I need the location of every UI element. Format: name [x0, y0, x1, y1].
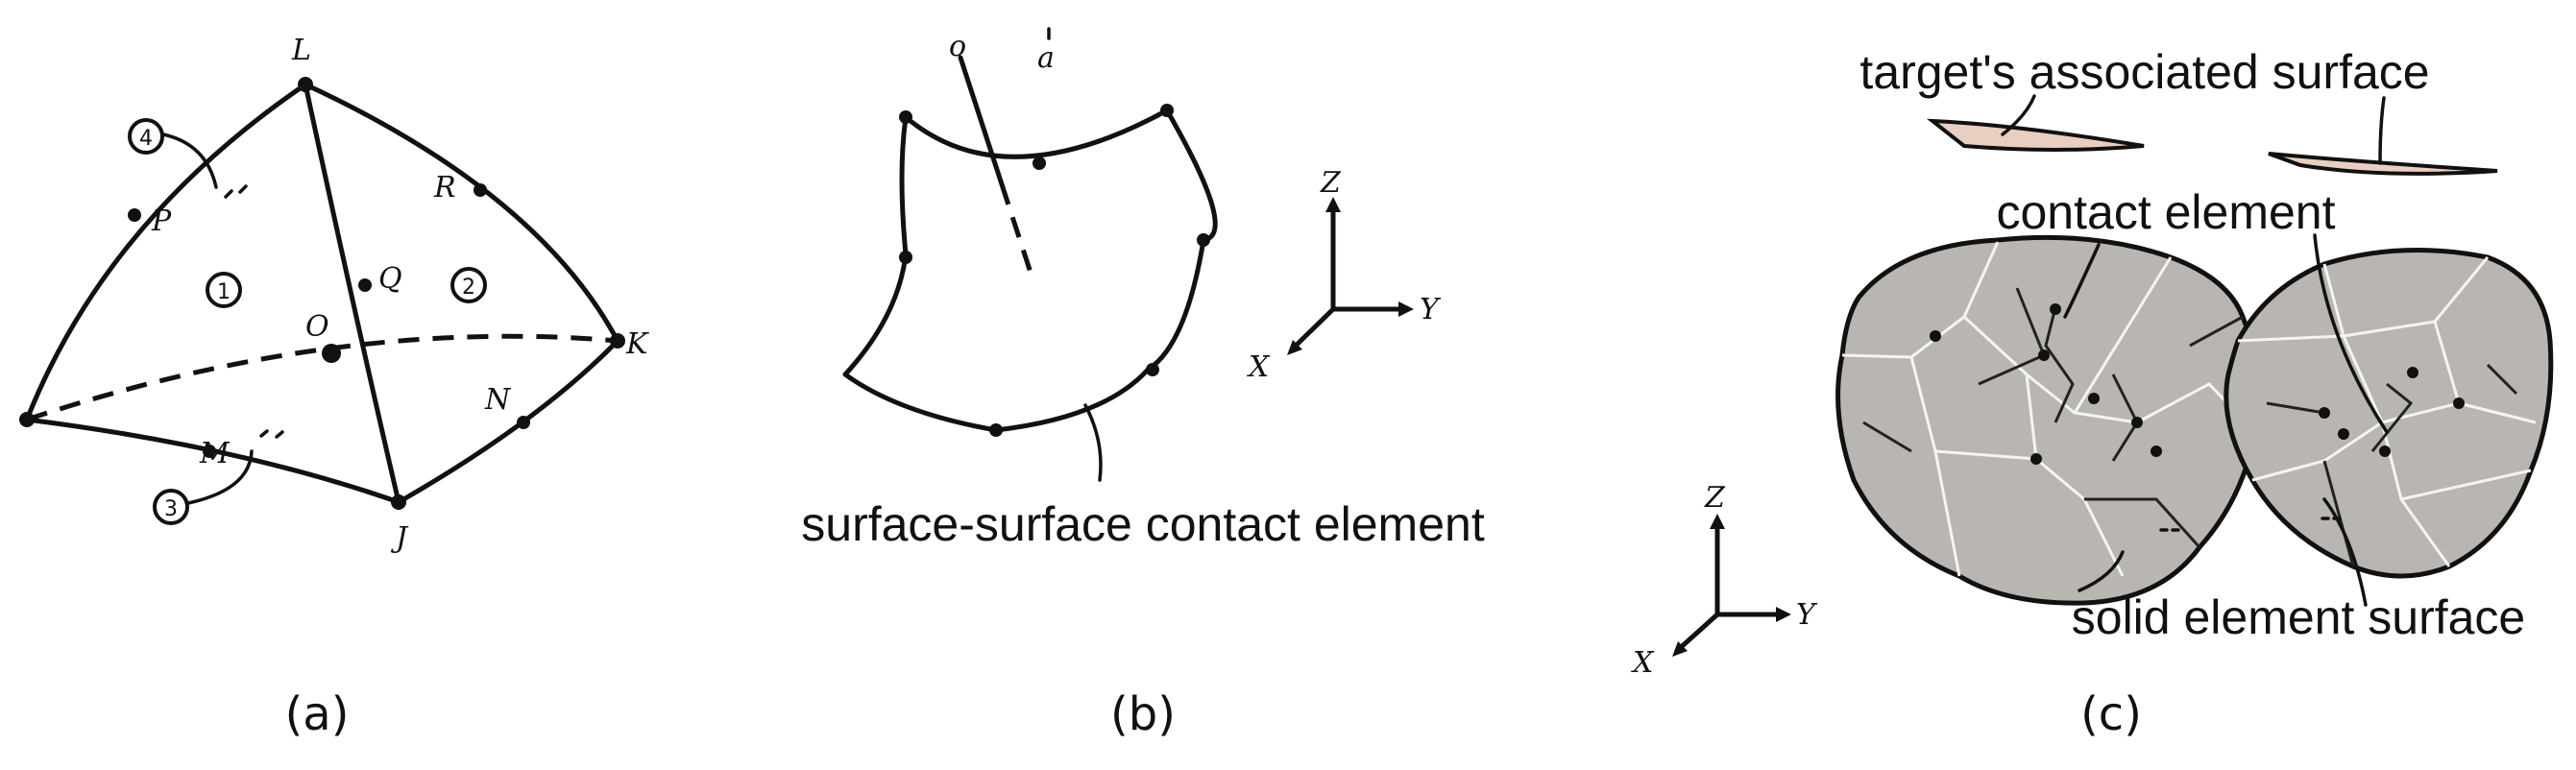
axis-y-b: Y — [1420, 293, 1442, 326]
annotation-contact-element: contact element — [1997, 185, 2336, 239]
node-M — [203, 445, 216, 458]
node-J — [391, 494, 406, 510]
pointer-solid-right — [2322, 497, 2368, 607]
axis-x-b: X — [1247, 350, 1271, 384]
edge-I-J — [24, 417, 401, 505]
axis-z-c: Z — [1704, 481, 1726, 515]
label-M: M — [199, 437, 231, 470]
target-surface-right — [2268, 152, 2498, 176]
annotation-solid-surface: solid element surface — [2072, 590, 2525, 644]
label-K: K — [625, 327, 649, 361]
solid-body-left — [1835, 234, 2262, 606]
annotation-surface-surface: surface-surface contact element — [801, 497, 1485, 551]
axis-x-c: X — [1631, 646, 1655, 680]
label-Q: Q — [378, 262, 402, 296]
label-L: L — [291, 34, 311, 67]
caption-b: (b) — [1110, 687, 1176, 741]
label-P: P — [151, 205, 172, 238]
node-P — [128, 208, 141, 222]
panel-c-surfaces: target's associated surface contact elem… — [1631, 45, 2554, 680]
normal-label-o: o — [949, 30, 966, 63]
axis-triad-b: Z Y X — [1247, 166, 1442, 384]
svg-text:1: 1 — [217, 280, 231, 304]
svg-text:2: 2 — [462, 276, 475, 300]
edge-J-K — [396, 338, 620, 505]
patch-outline — [842, 108, 1218, 433]
edge-L-K — [303, 82, 620, 344]
face-marker-1: 1 — [206, 272, 242, 308]
target-surface-left — [1926, 118, 2145, 152]
node-Q — [358, 278, 372, 292]
label-R: R — [433, 171, 456, 205]
node-L — [298, 77, 313, 92]
solid-body-right — [2224, 247, 2554, 579]
normal-label-a: a — [1037, 41, 1055, 75]
axis-triad-c: Z Y X — [1631, 481, 1818, 680]
face-marker-2: 2 — [450, 267, 487, 303]
label-J: J — [390, 521, 409, 555]
panel-b-contact-element: o a Z Y X surface-surface contact elemen… — [801, 27, 1485, 551]
label-N: N — [484, 383, 512, 417]
panel-a-tetrahedron: L P Q R O K M N J 4 1 2 3 — [19, 34, 649, 555]
caption-a: (a) — [285, 687, 350, 741]
axis-y-c: Y — [1796, 598, 1818, 632]
node-I — [19, 412, 35, 427]
node-N — [517, 416, 530, 429]
node-K — [610, 333, 625, 349]
svg-text:4: 4 — [139, 127, 153, 151]
face-marker-3: 3 — [153, 429, 284, 525]
surface-normal-hidden — [999, 183, 1035, 279]
label-O: O — [305, 310, 329, 344]
surface-normal — [958, 55, 1005, 187]
svg-text:3: 3 — [164, 497, 178, 521]
edge-I-L — [24, 82, 308, 422]
node-R — [474, 183, 487, 197]
caption-c: (c) — [2080, 687, 2142, 741]
axis-z-b: Z — [1320, 166, 1342, 200]
node-O — [322, 344, 341, 363]
edge-L-J — [303, 82, 401, 505]
edge-I-K-hidden — [26, 333, 619, 422]
face-marker-4: 4 — [128, 118, 248, 199]
pointer-solid-left — [2078, 550, 2125, 592]
annotation-target-surface: target's associated surface — [1859, 45, 2429, 99]
pointer-annotation-b — [1083, 403, 1103, 482]
